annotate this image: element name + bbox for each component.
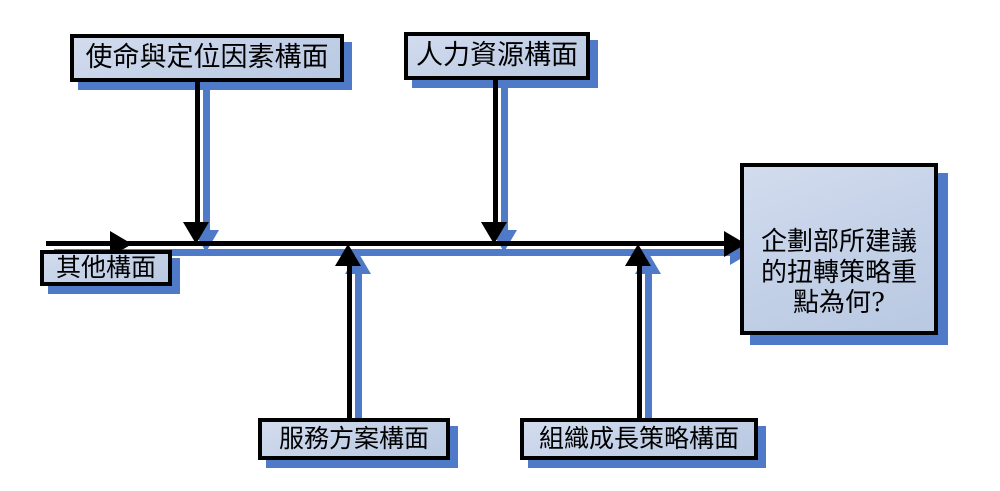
cause-box-mission[interactable]: 使命與定位因素構面 xyxy=(70,34,344,82)
branch-service-programme-arrowhead-icon xyxy=(335,244,361,266)
branch-growth-strategy-arrowhead-icon xyxy=(625,244,651,266)
effect-box-result[interactable]: 企劃部所建議 的扭轉策略重 點為何? xyxy=(740,163,938,335)
branch-line-mission xyxy=(195,82,200,230)
shadow-branch-growth-strategy xyxy=(645,272,652,424)
branch-human-resources-arrowhead-icon xyxy=(481,222,507,244)
branch-line-human-resources xyxy=(493,80,498,230)
branch-mission-arrowhead-icon xyxy=(183,222,209,244)
branch-line-service-programme xyxy=(347,264,352,418)
cause-label-growth-strategy: 組織成長策略構面 xyxy=(538,424,739,454)
cause-box-service-programme[interactable]: 服務方案構面 xyxy=(258,418,450,460)
cause-box-other[interactable]: 其他構面 xyxy=(40,250,172,286)
shadow-branch-mission xyxy=(203,88,210,232)
cause-label-mission: 使命與定位因素構面 xyxy=(85,42,329,74)
cause-label-service-programme: 服務方案構面 xyxy=(278,424,429,454)
cause-box-human-resources[interactable]: 人力資源構面 xyxy=(404,32,590,80)
shadow-main-spine xyxy=(54,249,732,256)
shadow-branch-service-programme xyxy=(355,272,362,424)
cause-box-growth-strategy[interactable]: 組織成長策略構面 xyxy=(520,418,758,460)
shadow-branch-human-resources xyxy=(501,86,508,232)
effect-label-result: 企劃部所建議 的扭轉策略重 點為何? xyxy=(760,226,917,319)
main-spine-line xyxy=(46,241,726,246)
cause-label-human-resources: 人力資源構面 xyxy=(416,40,578,72)
cause-label-other: 其他構面 xyxy=(55,253,156,283)
branch-line-growth-strategy xyxy=(637,264,642,418)
